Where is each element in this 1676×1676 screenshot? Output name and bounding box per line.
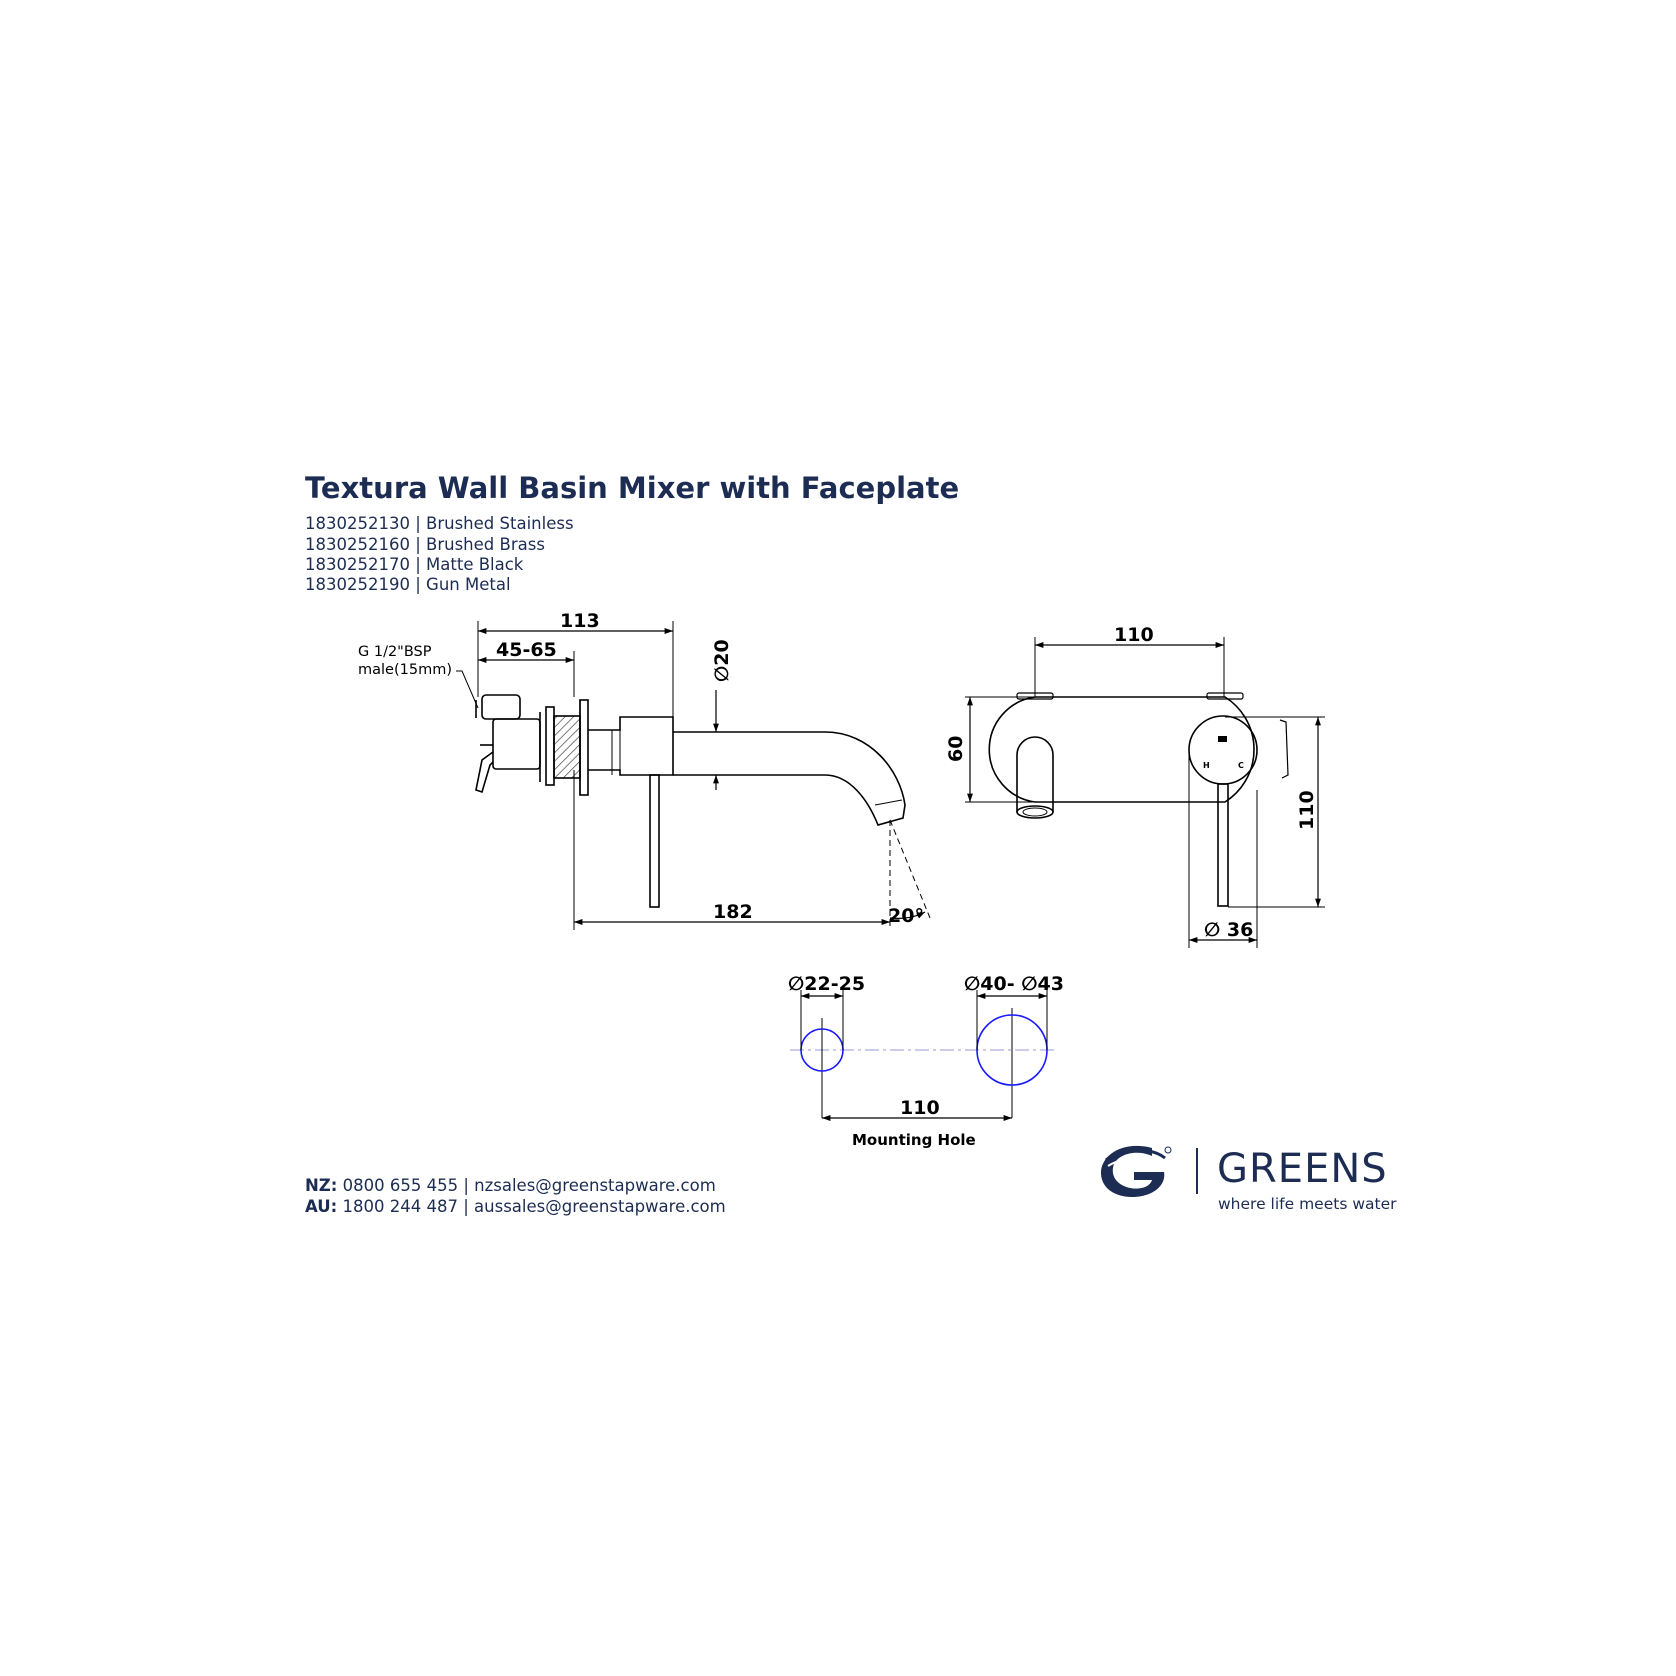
mounting-holes bbox=[790, 990, 1055, 1121]
dim-small-hole-label: ∅22-25 bbox=[788, 973, 865, 995]
dim-large-hole-label: ∅40- ∅43 bbox=[964, 973, 1064, 995]
valve-handle bbox=[475, 751, 494, 794]
mounting-hole-caption: Mounting Hole bbox=[852, 1131, 976, 1149]
front-view bbox=[965, 637, 1325, 948]
page-title: Textura Wall Basin Mixer with Faceplate bbox=[305, 471, 960, 505]
product-code-4: 1830252190 | Gun Metal bbox=[305, 575, 511, 594]
dim-182-label: 182 bbox=[713, 901, 753, 923]
wall-flange bbox=[545, 706, 555, 786]
contact-nz-text: 0800 655 455 | nzsales@greenstapware.com bbox=[337, 1176, 716, 1195]
thread-spec-line1: G 1/2"BSP bbox=[358, 644, 432, 660]
dim-dia20-label: ∅20 bbox=[711, 639, 733, 682]
front-view-labels: 110 60 110 ∅ 36 H C bbox=[945, 624, 1318, 941]
contact-nz: NZ: 0800 655 455 | nzsales@greenstapware… bbox=[305, 1176, 716, 1195]
hot-label: H bbox=[1203, 761, 1210, 770]
dim-dia36-label: ∅ 36 bbox=[1204, 919, 1253, 941]
product-code-1: 1830252130 | Brushed Stainless bbox=[305, 514, 574, 533]
valve-cap bbox=[481, 694, 521, 720]
lever-handle bbox=[649, 774, 660, 908]
greens-wave-logo-icon bbox=[1100, 1145, 1172, 1198]
spout-front bbox=[1016, 736, 1054, 812]
contact-au-text: 1800 244 487 | aussales@greenstapware.co… bbox=[337, 1197, 726, 1216]
wall-section bbox=[553, 715, 581, 779]
brand-separator bbox=[1196, 1148, 1198, 1194]
dim-110-right-label: 110 bbox=[1296, 790, 1318, 830]
brand-name: GREENS bbox=[1217, 1146, 1388, 1192]
dim-110-top-label: 110 bbox=[1114, 624, 1154, 646]
contact-au: AU: 1800 244 487 | aussales@greenstapwar… bbox=[305, 1197, 726, 1216]
contact-nz-label: NZ: bbox=[305, 1176, 338, 1195]
spout-pipe bbox=[673, 731, 906, 826]
handle-knob bbox=[1188, 715, 1258, 785]
side-view-labels: 113 45-65 G 1/2"BSP male(15mm) ∅20 182 2… bbox=[358, 610, 924, 927]
side-view bbox=[475, 621, 931, 930]
valve-body bbox=[492, 718, 541, 770]
mounting-labels: ∅22-25 ∅40- ∅43 110 Mounting Hole bbox=[788, 973, 1064, 1149]
dim-60-label: 60 bbox=[945, 736, 967, 762]
product-code-2: 1830252160 | Brushed Brass bbox=[305, 535, 545, 554]
dim-spacing-label: 110 bbox=[900, 1097, 940, 1119]
cold-label: C bbox=[1238, 761, 1244, 770]
dim-20deg-label: 20° bbox=[888, 905, 924, 927]
front-lever bbox=[1217, 783, 1229, 907]
product-code-3: 1830252170 | Matte Black bbox=[305, 555, 524, 574]
contact-au-label: AU: bbox=[305, 1197, 338, 1216]
faceplate-side bbox=[579, 699, 589, 796]
dim-113-label: 113 bbox=[560, 610, 600, 632]
spout-base bbox=[588, 716, 674, 776]
brand-tagline: where life meets water bbox=[1218, 1195, 1397, 1213]
dim-45-65-label: 45-65 bbox=[496, 639, 557, 661]
thread-spec-line2: male(15mm) bbox=[358, 662, 452, 678]
faceplate bbox=[988, 696, 1255, 803]
